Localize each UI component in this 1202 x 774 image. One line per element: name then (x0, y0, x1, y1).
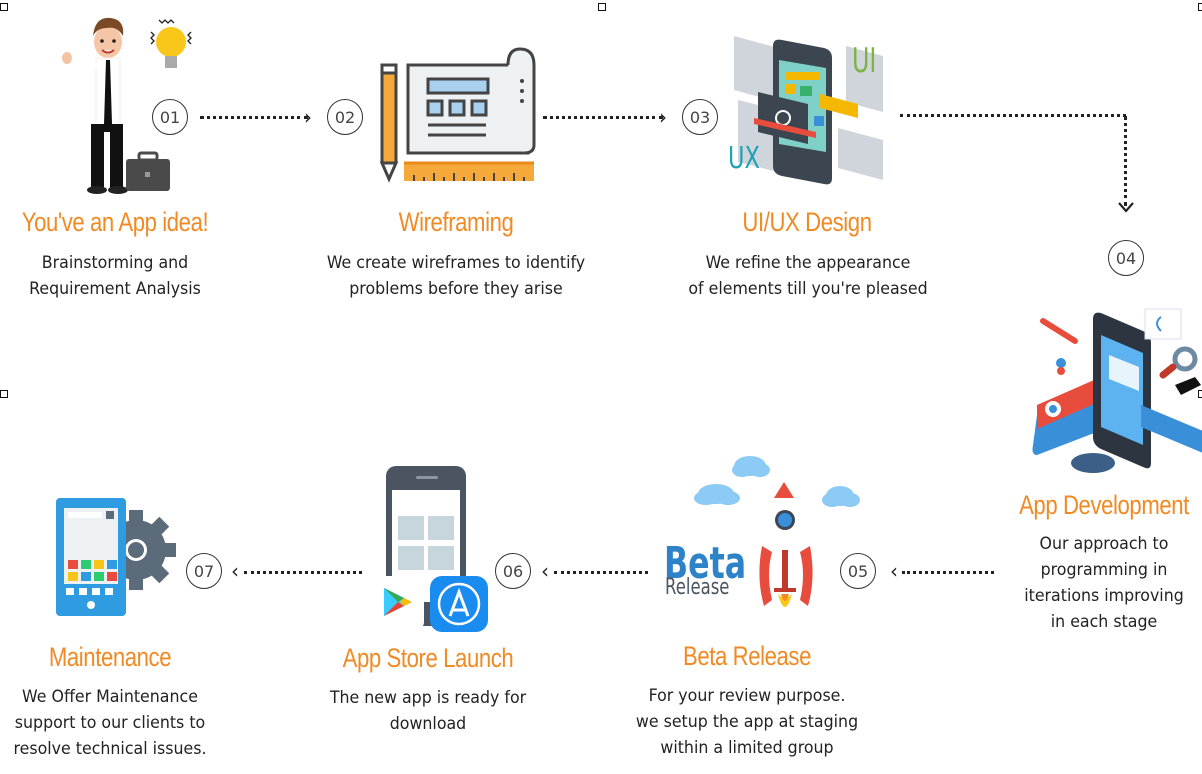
ui-ux-phone-icon: UI UX (728, 36, 883, 185)
ui-label: UI (852, 41, 876, 80)
description-line: in each stage (1050, 612, 1158, 632)
description-line: Our approach to (1039, 534, 1169, 554)
phone-gear-icon (56, 498, 176, 616)
step-title: Maintenance (48, 642, 172, 672)
step-description: Brainstorming and Requirement Analysis (0, 250, 255, 302)
description-line: iterations improving (1024, 586, 1184, 606)
blueprint-pencil-icon (379, 47, 536, 183)
connector-arrow (200, 116, 308, 119)
step-number-badge: 02 (327, 99, 363, 135)
app-store-phone-icon (376, 466, 488, 632)
description-line: download (389, 714, 467, 734)
handle-marker (0, 3, 8, 11)
connector-arrow (543, 116, 663, 119)
step-number-badge: 01 (152, 99, 188, 135)
step-description: The new app is ready for download (265, 685, 591, 737)
arrowhead-left-icon: ‹ (541, 559, 549, 583)
ux-label: UX (728, 141, 760, 176)
businessman-lightbulb-icon (62, 17, 192, 194)
description-line: Brainstorming and (41, 253, 189, 273)
step-number-badge: 05 (840, 553, 876, 589)
description-line: We Offer Maintenance (22, 687, 198, 707)
step-description: We Offer Maintenance support to our clie… (0, 684, 226, 762)
arrowhead-right-icon: › (304, 105, 312, 129)
description-line: within a limited group (660, 738, 834, 758)
step-description: We refine the appearance of elements til… (645, 250, 971, 302)
handle-marker (1198, 3, 1202, 11)
step-title: UI/UX Design (742, 207, 872, 237)
step-title: App Store Launch (342, 643, 514, 673)
rocket-beta-icon: Beta Release (664, 456, 860, 607)
isometric-phone-dev-icon (1032, 308, 1202, 473)
step-number-badge: 06 (495, 553, 531, 589)
step-description: We create wireframes to identify problem… (293, 250, 619, 302)
description-line: Requirement Analysis (29, 279, 201, 299)
step-title: App Development (1019, 490, 1189, 520)
description-line: We refine the appearance (705, 253, 911, 273)
step-title: You've an App idea! (21, 207, 209, 237)
description-line: problems before they arise (349, 279, 563, 299)
connector-arrow (554, 571, 648, 574)
step-number-badge: 03 (682, 99, 718, 135)
handle-marker (598, 3, 606, 11)
description-line: programming in (1040, 560, 1168, 580)
step-description: For your review purpose. we setup the ap… (584, 683, 910, 761)
step-number-badge: 07 (186, 553, 222, 589)
connector-arrow (902, 571, 994, 574)
arrowhead-right-icon: › (659, 105, 667, 129)
description-line: We create wireframes to identify (326, 253, 586, 273)
handle-marker (1198, 390, 1202, 398)
arrowhead-left-icon: ‹ (231, 559, 239, 583)
step-number-badge: 04 (1108, 240, 1144, 276)
step-title: Beta Release (682, 641, 811, 671)
beta-label: Beta (664, 538, 746, 590)
description-line: we setup the app at staging (635, 712, 859, 732)
step-title: Wireframing (398, 207, 514, 237)
description-line: of elements till you're pleased (688, 279, 928, 299)
connector-arrow (1124, 116, 1127, 206)
step-description: Our approach to programming in iteration… (1011, 531, 1197, 635)
arrowhead-left-icon: ‹ (890, 559, 898, 583)
connector-arrow (244, 571, 362, 574)
arrowhead-down-icon (1118, 202, 1134, 213)
description-line: The new app is ready for (329, 688, 527, 708)
handle-marker (0, 390, 8, 398)
description-line: resolve technical issues. (13, 739, 207, 759)
description-line: support to our clients to (14, 713, 206, 733)
connector-arrow (900, 114, 1126, 117)
release-label: Release (665, 574, 729, 600)
description-line: For your review purpose. (648, 686, 846, 706)
